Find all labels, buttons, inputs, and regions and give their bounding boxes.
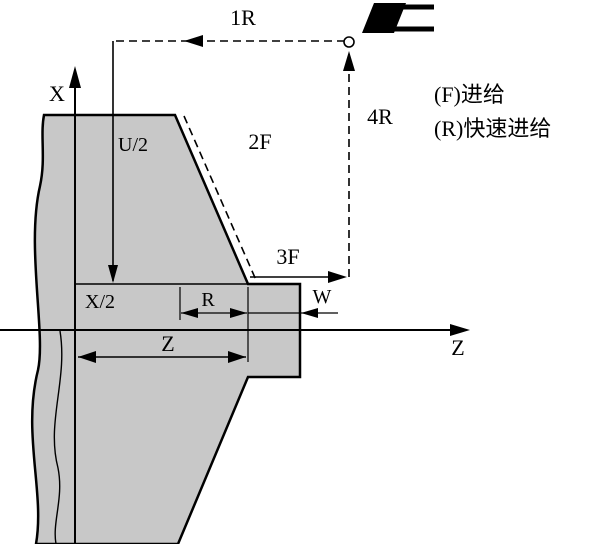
- tool-icon: [362, 3, 434, 33]
- rapid-1-arrow: [184, 35, 203, 47]
- x-half-label: X/2: [85, 291, 115, 313]
- w-dim-arrow: [301, 308, 318, 318]
- legend-feed: (F)进给: [434, 82, 505, 107]
- u-half-label: U/2: [118, 134, 148, 156]
- z-axis-label: Z: [451, 335, 464, 360]
- x-axis-arrow: [69, 66, 81, 88]
- tool-insert-shape: [362, 3, 406, 33]
- feed-3-arrow: [328, 271, 347, 283]
- feed-2-label: 2F: [248, 129, 271, 154]
- feed-3-label: 3F: [276, 244, 299, 269]
- z-dim-arrow-left: [78, 351, 96, 363]
- z-axis-arrow: [450, 324, 470, 336]
- w-dim-label: W: [313, 286, 332, 308]
- u-half-arrow: [108, 265, 118, 283]
- legend-rapid: (R)快速进给: [434, 116, 551, 141]
- feed-2-line: [183, 115, 257, 281]
- rapid-4-label: 4R: [367, 104, 393, 129]
- r-dim-label: R: [201, 289, 215, 311]
- z-dim-label: Z: [161, 331, 174, 356]
- rapid-1-label: 1R: [230, 5, 256, 30]
- r-dim-arrow-left: [181, 308, 198, 318]
- z-dim-arrow-right: [228, 351, 246, 363]
- start-point-marker: [343, 36, 355, 48]
- x-axis-label: X: [49, 81, 65, 106]
- rapid-4-arrow: [343, 51, 355, 71]
- r-dim-arrow-right: [230, 308, 247, 318]
- break-line: [53, 330, 63, 544]
